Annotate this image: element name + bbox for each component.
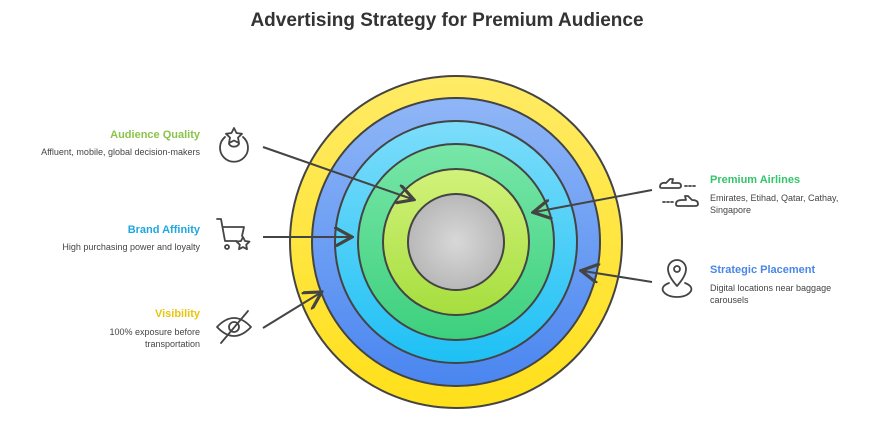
desc-visibility: 100% exposure before transportation: [109, 327, 200, 349]
arrow-premium-airlines: [535, 189, 653, 212]
label-brand-affinity: Brand Affinity: [127, 224, 200, 236]
desc-premium-airlines: Emirates, Etihad, Qatar, Cathay, Singapo…: [710, 193, 839, 215]
page-title: Advertising Strategy for Premium Audienc…: [250, 10, 644, 31]
desc-strategic-placement: Digital locations near baggage carousels: [710, 283, 832, 305]
label-premium-airlines: Premium Airlines: [710, 174, 801, 186]
airplanes-icon: [659, 178, 699, 207]
label-strategic-placement: Strategic Placement: [710, 264, 816, 276]
arrow-visibility: [262, 293, 320, 329]
ring-core: [407, 193, 505, 291]
star-person-icon: [219, 127, 249, 163]
arrow-strategic-placement: [583, 271, 653, 282]
eye-slash-icon: [216, 310, 252, 344]
label-audience-quality: Audience Quality: [110, 129, 200, 141]
arrow-audience-quality: [262, 146, 412, 199]
location-pin-icon: [661, 259, 693, 298]
desc-audience-quality: Affluent, mobile, global decision-makers: [41, 147, 200, 157]
label-visibility: Visibility: [154, 308, 200, 320]
cart-star-icon: [216, 218, 251, 251]
desc-brand-affinity: High purchasing power and loyalty: [62, 242, 200, 252]
